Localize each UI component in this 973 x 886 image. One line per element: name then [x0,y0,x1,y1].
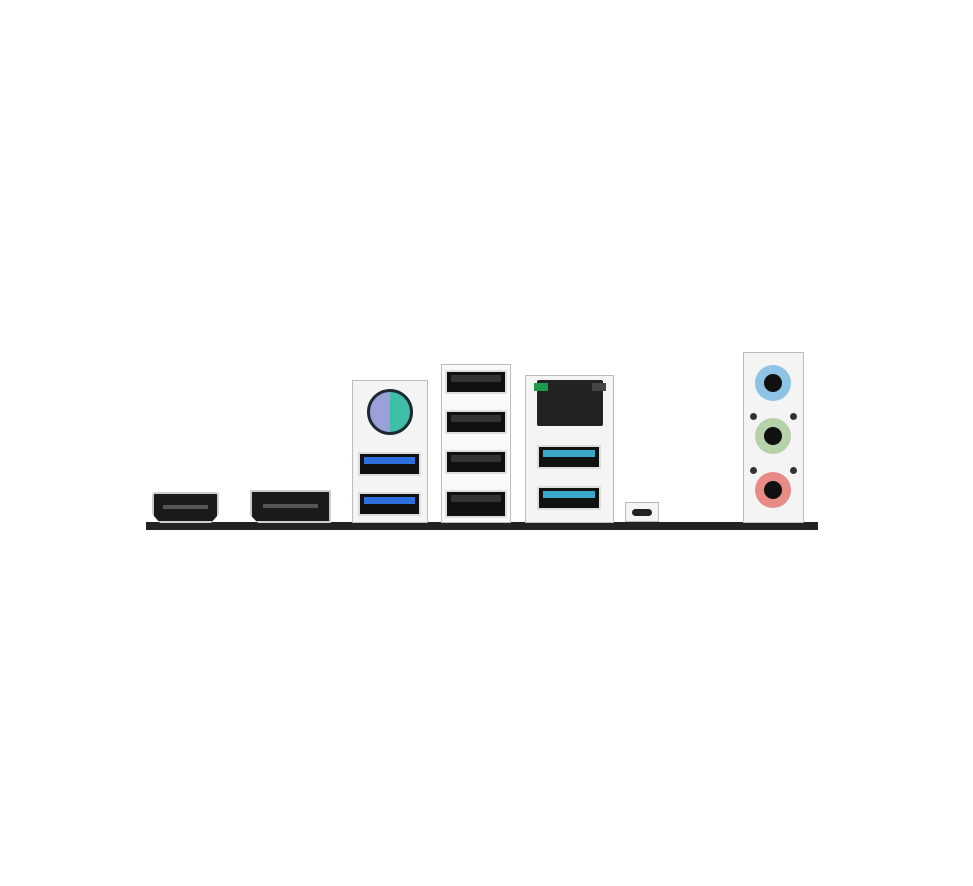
lan-led [592,383,606,391]
usb-c-opening [632,509,652,516]
usb2-port [445,410,507,434]
screw-hole [750,413,757,420]
screw-hole [750,467,757,474]
io-shield-base-bar [146,522,818,530]
usb2-port [445,370,507,394]
displayport-port [250,490,331,523]
usb-teal-port [537,486,601,510]
usb-c-port [625,502,659,522]
audio-mic-jack [755,472,791,508]
usb2-port [445,490,507,518]
usb2-port [445,450,507,474]
screw-hole [790,413,797,420]
usb3-port [358,452,421,476]
ps2-port [367,389,413,435]
screw-hole [790,467,797,474]
audio-line-out-jack [755,418,791,454]
usb-teal-port [537,445,601,469]
usb3-port [358,492,421,516]
audio-line-in-jack [755,365,791,401]
hdmi-port [152,492,219,523]
lan-led-green [534,383,548,391]
